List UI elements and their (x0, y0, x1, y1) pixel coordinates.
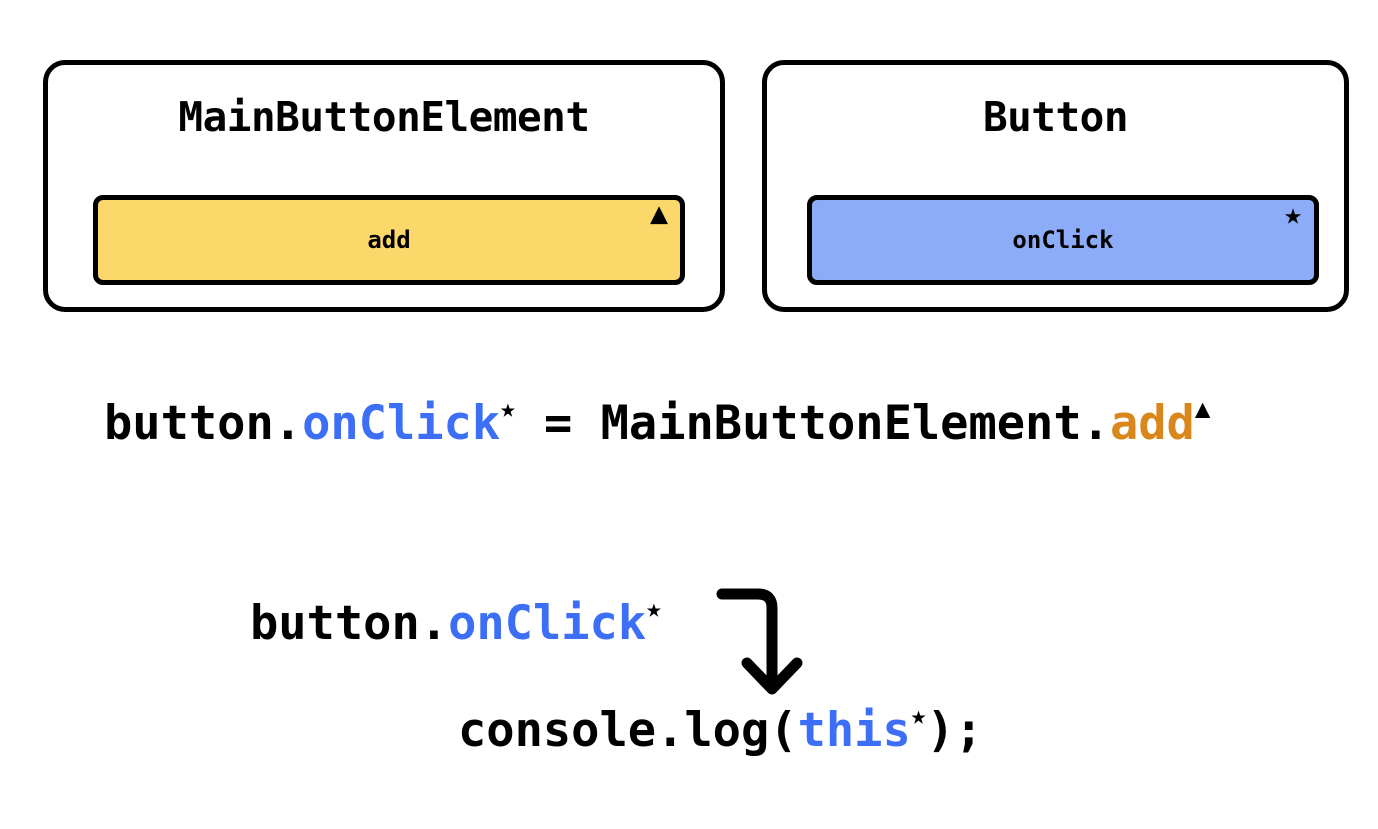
card-title-main-button-element: MainButtonElement (178, 93, 590, 141)
triangle-marker-icon: ▲ (649, 196, 668, 231)
token-lhs-object: button (104, 396, 274, 451)
class-card-button: Button onClick ★ (762, 60, 1349, 312)
token-operator: = (515, 396, 601, 451)
star-marker-icon: ★ (1283, 197, 1302, 232)
card-title-button: Button (982, 93, 1129, 141)
code-line-handler-ref: button.onClick★ (250, 596, 662, 647)
token-call-suffix: ); (926, 703, 983, 758)
token-call-prefix: console.log( (458, 703, 798, 758)
class-card-main-button-element: MainButtonElement add ▲ (43, 60, 725, 312)
token-handler-object: button (250, 596, 420, 651)
triangle-marker-icon-rhs: ▲ (1194, 393, 1211, 424)
star-marker-icon-lhs: ★ (500, 393, 516, 424)
token-this-keyword: this (797, 703, 911, 758)
flow-arrow-icon (716, 588, 803, 695)
token-rhs-object: MainButtonElement (600, 396, 1082, 451)
member-label-add: add (367, 226, 411, 254)
code-line-assignment: button.onClick★ = MainButtonElement.add▲ (104, 396, 1210, 447)
star-marker-icon-handler: ★ (646, 593, 662, 624)
star-marker-icon-this: ★ (910, 700, 927, 731)
code-line-console-log: console.log(this★); (458, 703, 983, 754)
token-handler-property: onClick (448, 596, 647, 651)
token-lhs-dot: . (273, 396, 303, 451)
token-rhs-dot: . (1081, 396, 1110, 451)
member-label-onclick: onClick (1012, 226, 1114, 254)
token-handler-dot: . (419, 596, 449, 651)
token-lhs-property: onClick (302, 396, 501, 451)
member-box-onclick[interactable]: onClick ★ (807, 195, 1319, 285)
member-box-add[interactable]: add ▲ (93, 195, 685, 285)
token-rhs-property: add (1109, 396, 1195, 451)
